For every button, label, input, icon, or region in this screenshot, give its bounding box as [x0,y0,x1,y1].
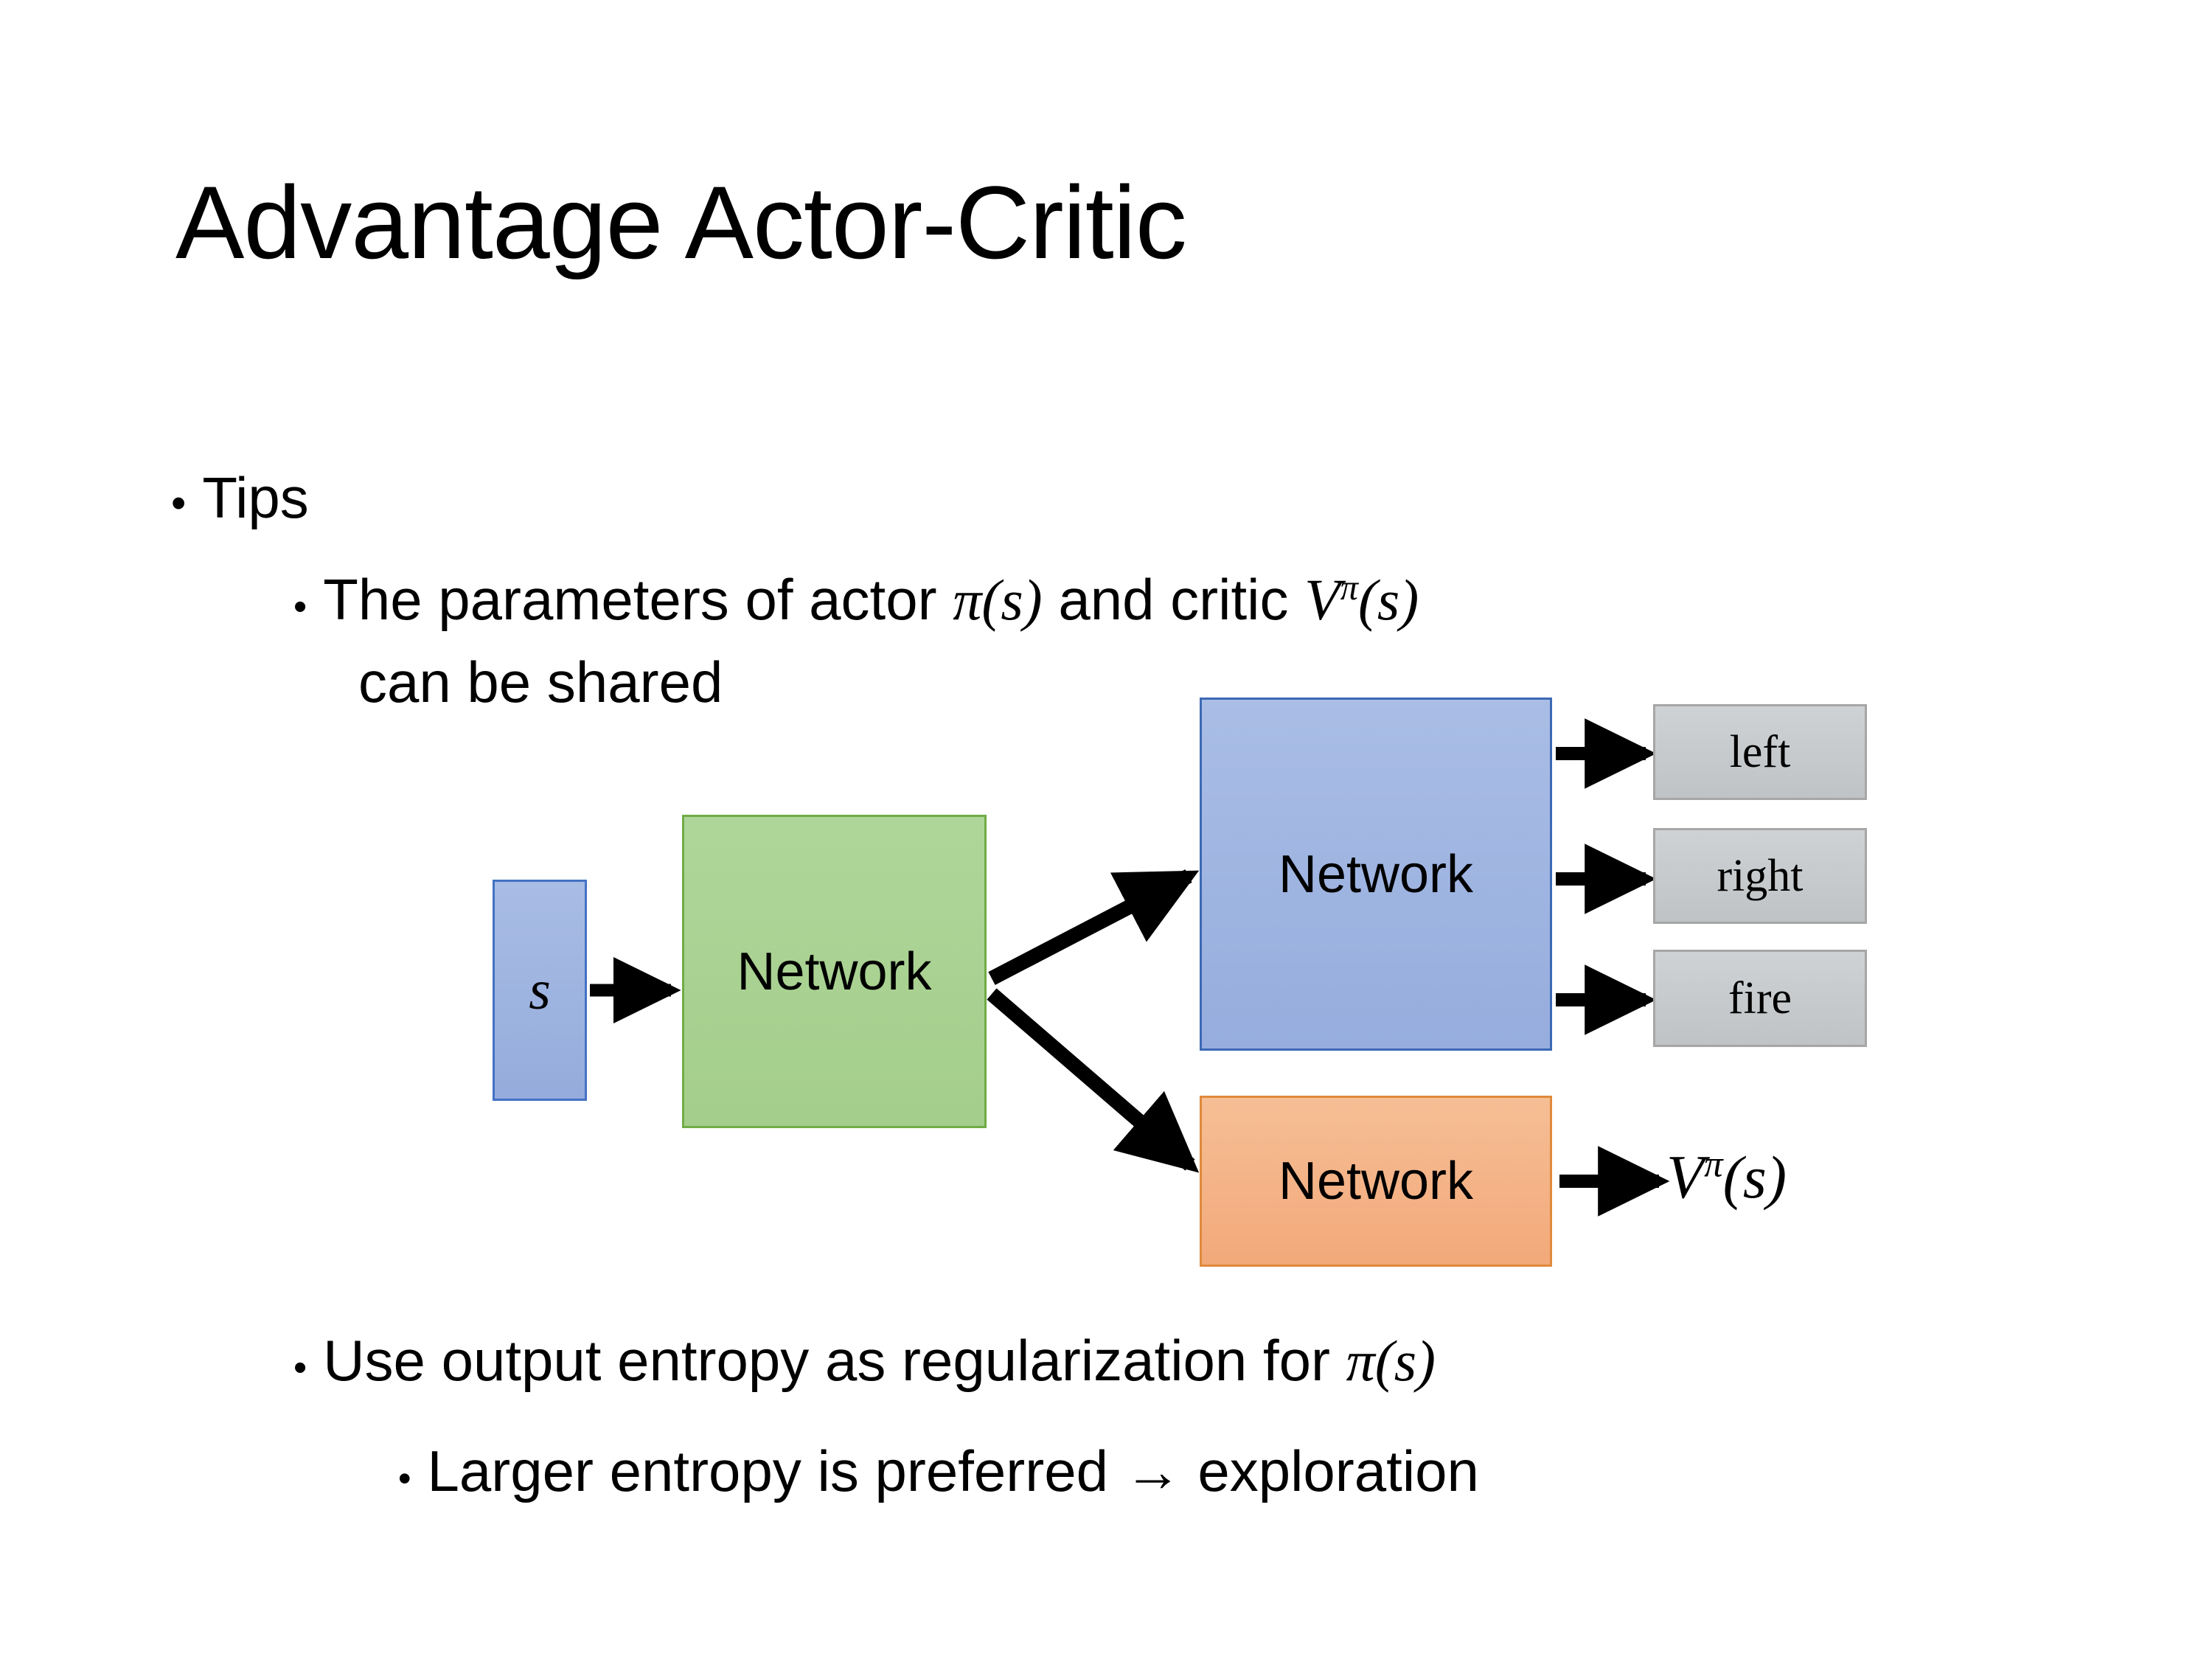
arrow-shared-to-critic-network [987,988,1200,1173]
bullet-larger-entropy: • Larger entropy is preferred → explorat… [398,1438,1479,1505]
action-output-fire[interactable]: fire [1653,950,1867,1047]
critic-output-argument: (s) [1722,1144,1787,1211]
bullet-marker-icon: • [171,479,187,527]
bullet-parameters-continuation-label: can be shared [358,650,723,714]
shared-network-node[interactable]: Network [682,815,987,1128]
action-label-right: right [1717,851,1804,901]
bullet-entropy: • Use output entropy as regularization f… [293,1327,1436,1394]
bullet-parameters-text-before: The parameters of actor [323,567,953,632]
math-policy-pi: π(s) [1346,1329,1436,1393]
shared-network-label: Network [737,942,932,1001]
bullet-tips: • Tips [171,465,309,532]
bullet-larger-entropy-label: Larger entropy is preferred → exploratio… [427,1439,1479,1503]
bullet-parameters-text-middle: and critic [1042,567,1305,632]
math-actor-policy: π(s) [953,568,1043,632]
bullet-parameters: • The parameters of actor π(s) and criti… [293,566,1419,634]
arrow-shared-to-actor-network [988,869,1200,985]
bullet-parameters-continuation: can be shared [358,649,723,716]
math-critic-value-superscript: π [1340,568,1358,608]
input-state-label: s [529,959,551,1021]
input-state-node[interactable]: s [493,880,587,1101]
action-label-left: left [1729,727,1791,777]
bullet-entropy-text: Use output entropy as regularization for [323,1328,1346,1393]
math-critic-value-arg: (s) [1357,568,1419,632]
actor-network-label: Network [1278,844,1474,904]
actor-network-node[interactable]: Network [1200,698,1552,1051]
critic-output-superscript: π [1704,1143,1723,1185]
page-title: Advantage Actor-Critic [175,164,1187,280]
critic-network-node[interactable]: Network [1200,1096,1552,1267]
action-output-left[interactable]: left [1653,704,1867,800]
math-critic-value-base: V [1304,568,1340,633]
action-label-fire: fire [1728,973,1792,1023]
bullet-marker-icon: • [293,1346,307,1389]
action-output-right[interactable]: right [1653,828,1867,924]
bullet-marker-icon: • [398,1458,411,1499]
bullet-tips-label: Tips [202,465,309,530]
critic-output-value-label: Vπ(s) [1666,1141,1787,1213]
critic-network-label: Network [1278,1152,1474,1211]
critic-output-base: V [1666,1143,1705,1211]
bullet-marker-icon: • [293,585,307,628]
